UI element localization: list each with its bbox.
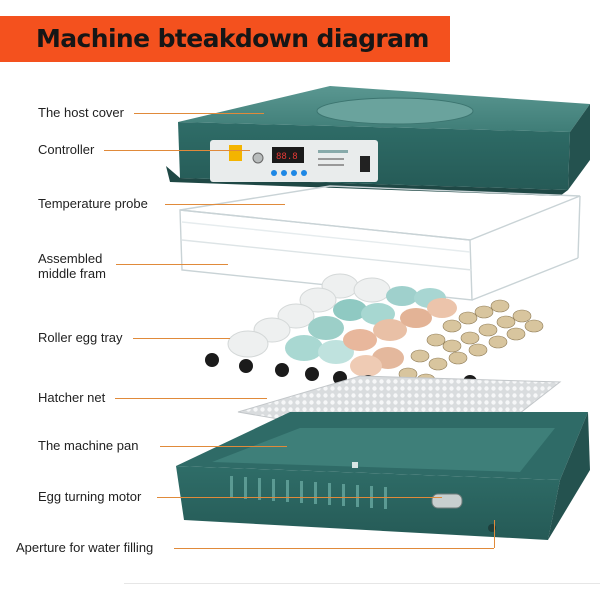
label-hatcher-net: Hatcher net [38, 390, 106, 405]
machine-pan-part [176, 412, 590, 540]
roller-egg-tray-part [205, 273, 564, 395]
label-machine-pan: The machine pan [38, 438, 139, 453]
diagram-title: Machine bteakdown diagram [36, 24, 429, 53]
label-controller: Controller [38, 142, 95, 157]
leader-line [116, 264, 228, 265]
bottom-divider [124, 583, 600, 584]
leader-line [134, 113, 264, 114]
label-host-cover: The host cover [38, 105, 124, 120]
middle-frame-part [179, 185, 581, 301]
leader-line [165, 204, 285, 205]
label-roller-egg-tray: Roller egg tray [38, 330, 123, 345]
leader-line [157, 497, 442, 498]
host-cover-part: 88.8 [166, 86, 590, 196]
leader-line [133, 338, 230, 339]
label-water-aperture: Aperture for water filling [16, 540, 154, 555]
leader-line [115, 398, 267, 399]
title-banner: Machine bteakdown diagram [0, 16, 450, 62]
leader-line [160, 446, 287, 447]
svg-text:88.8: 88.8 [276, 152, 298, 162]
leader-line [174, 548, 494, 549]
label-temperature-probe: Temperature probe [38, 196, 148, 211]
leader-line [104, 150, 250, 151]
label-egg-turning-motor: Egg turning motor [38, 489, 142, 504]
label-middle-frame: Assembled middle fram [38, 251, 106, 281]
leader-line [494, 520, 495, 548]
